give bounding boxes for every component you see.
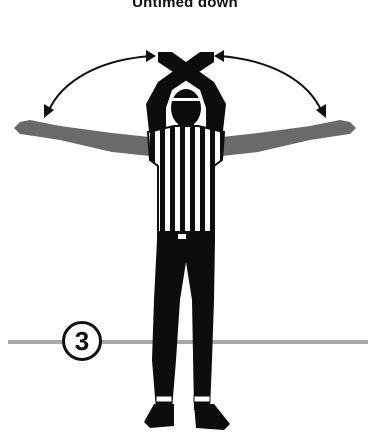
- shoes: [144, 404, 230, 430]
- cap-band: [172, 98, 200, 101]
- referee-head: [171, 89, 201, 130]
- socks: [156, 396, 210, 402]
- signal-number-badge: 3: [62, 321, 102, 361]
- striped-jersey: [148, 126, 224, 232]
- referee-legs: [152, 240, 215, 410]
